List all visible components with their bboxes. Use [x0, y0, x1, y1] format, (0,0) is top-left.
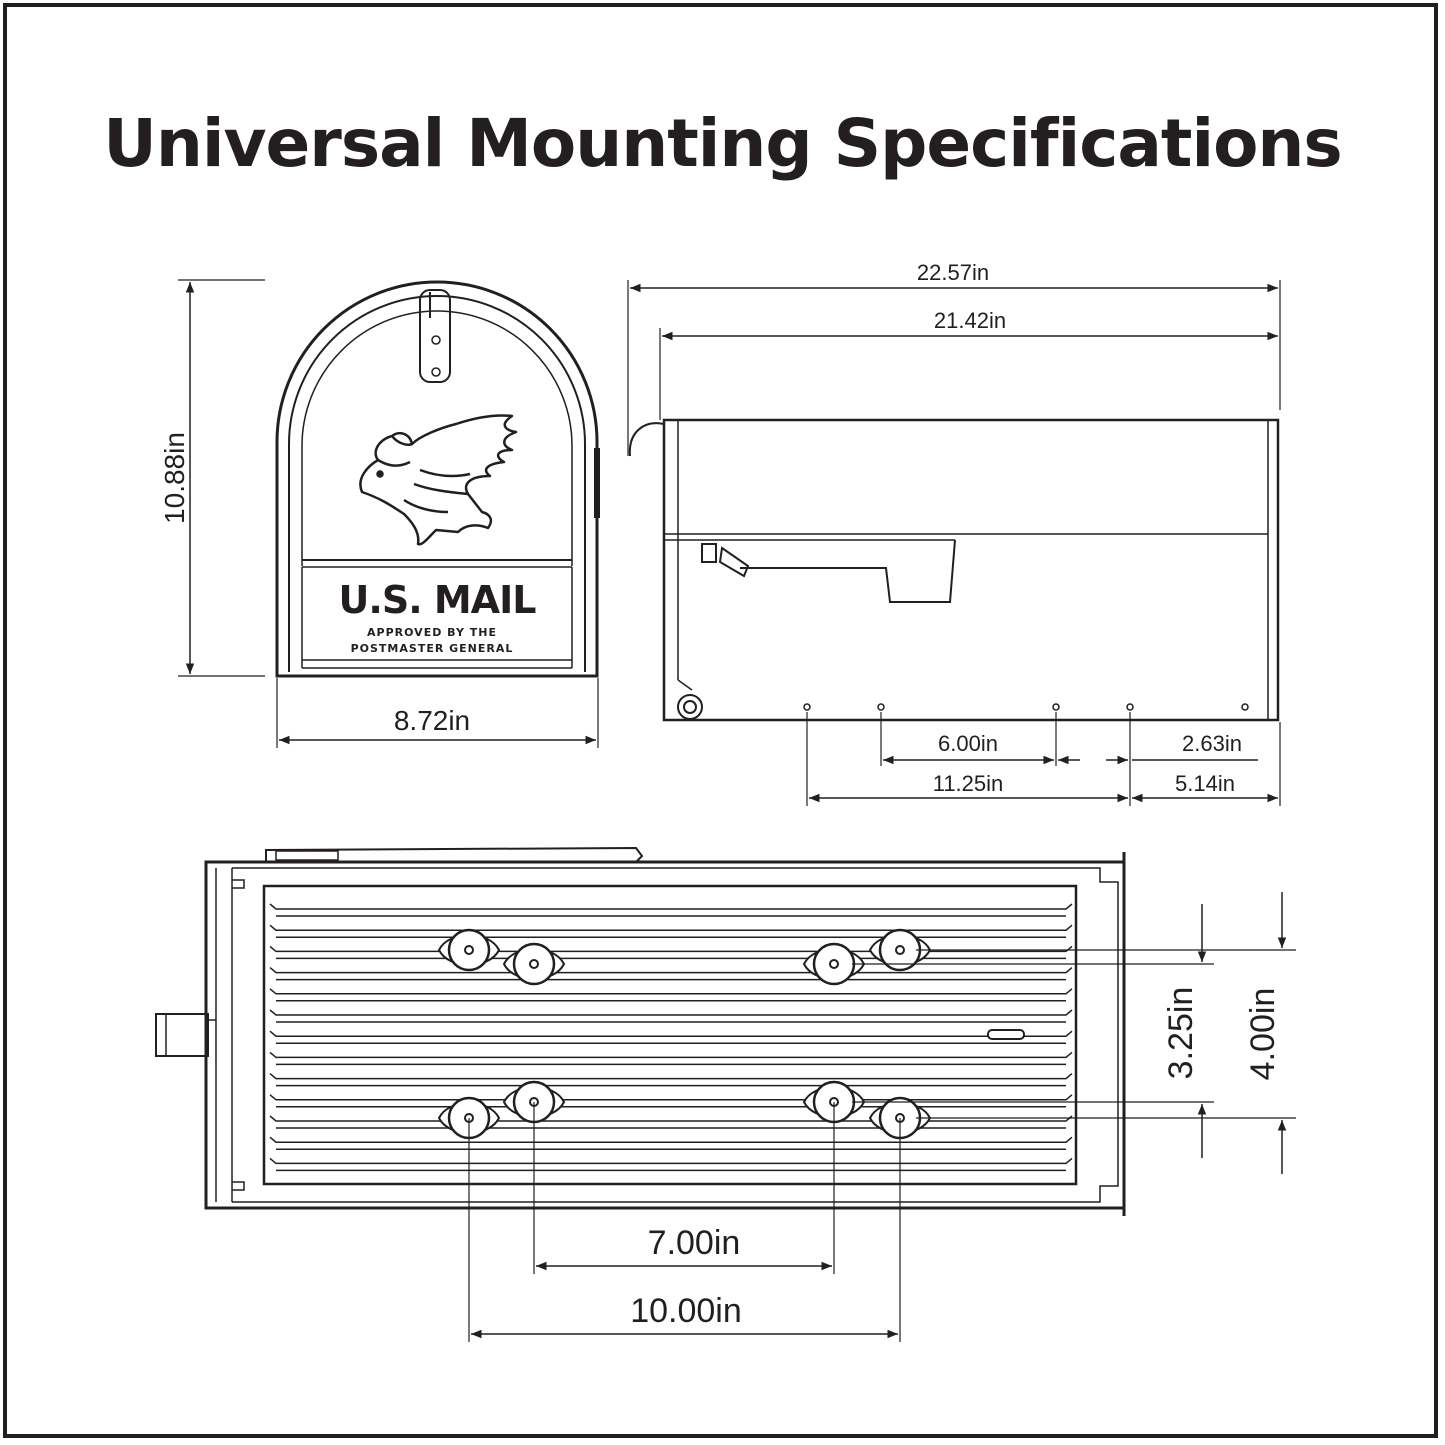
bottom-dim-325: 3.25in [1162, 987, 1200, 1080]
side-dim-6: 6.00in [938, 731, 998, 756]
front-width-label: 8.72in [394, 705, 470, 736]
rib-line [269, 1157, 1073, 1165]
front-height-label: 10.88in [159, 432, 190, 524]
front-view: 10.88in 8.72in U.S. MAIL APP [159, 279, 600, 748]
rib-line [269, 967, 1073, 974]
bottom-dim-700: 7.00in [648, 1224, 741, 1262]
rib-line [269, 1051, 1073, 1059]
side-total-length-label: 22.57in [917, 260, 989, 285]
door-subtext-approved: APPROVED BY THE [367, 626, 497, 639]
rib-line [269, 1094, 1073, 1101]
door-text-us-mail: U.S. MAIL [339, 578, 537, 622]
mounting-boss [437, 928, 501, 972]
bottom-dim-400: 4.00in [1244, 988, 1282, 1081]
rib-line [269, 1136, 1073, 1143]
door-subtext-postmaster: POSTMASTER GENERAL [351, 642, 514, 655]
rib-line [269, 1073, 1073, 1080]
rib-line [269, 1030, 1073, 1037]
page-title: Universal Mounting Specifications [103, 105, 1342, 182]
rib-line [269, 945, 1073, 953]
side-body-length-label: 21.42in [934, 308, 1006, 333]
eagle-icon [359, 414, 518, 546]
rib-line [269, 924, 1073, 931]
rib-line [269, 903, 1073, 910]
rib-line [269, 988, 1073, 995]
side-dim-1125: 11.25in [933, 771, 1004, 796]
side-dim-263: 2.63in [1182, 731, 1242, 756]
rib-line [269, 1009, 1073, 1016]
border-frame [3, 3, 1438, 1438]
bottom-view: 3.25in 4.00in 7.00in 10.00in [155, 846, 1296, 1342]
side-view: 22.57in 21.42in 6.00in [627, 260, 1281, 806]
mounting-boss [502, 942, 566, 986]
side-dim-514: 5.14in [1175, 771, 1235, 796]
bottom-dim-1000: 10.00in [630, 1292, 742, 1330]
